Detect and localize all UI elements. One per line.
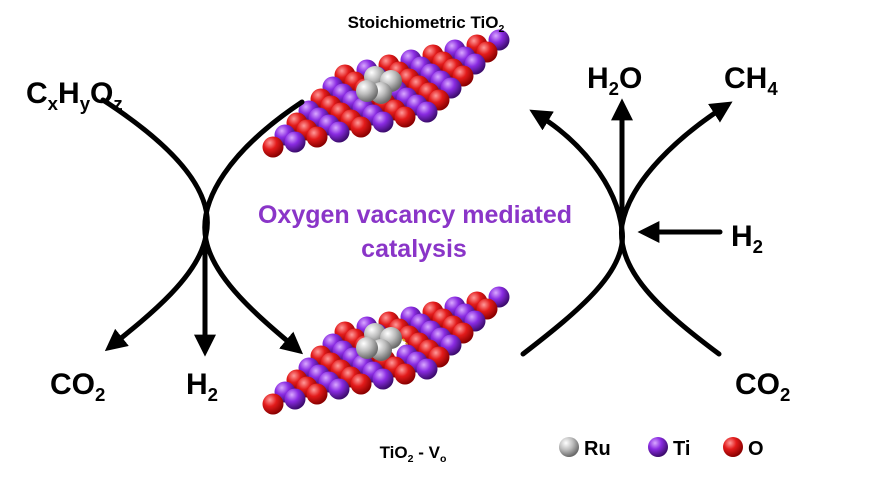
o-atom [394, 363, 416, 385]
ru-atom [356, 337, 378, 359]
product-ch4: CH4 [724, 62, 778, 99]
o-atom [394, 106, 416, 128]
reactant-cxhyoz: CxHyOz [26, 77, 123, 114]
legend-o-label: O [748, 438, 764, 460]
bottom-surface-caption: TiO2 - Vo [380, 443, 447, 465]
o-atom [306, 126, 328, 148]
legend-ru-atom-icon [559, 437, 579, 457]
ti-atom [416, 101, 438, 123]
reactant-h2: H2 [731, 220, 763, 257]
left-arc-surface-to-vacancy [202, 99, 305, 355]
o-atom [350, 373, 372, 395]
left-arc-reactant-to-h2-product [100, 97, 210, 352]
ti-atom [372, 111, 394, 133]
legend-ti-label: Ti [673, 438, 690, 460]
atom-legend: Ru Ti O [559, 437, 764, 460]
o-atom [262, 393, 284, 415]
ti-atom [372, 368, 394, 390]
right-arc-co2-to-ch4 [618, 101, 733, 357]
legend-ru-label: Ru [584, 438, 611, 460]
stoichiometric-tio2-surface [262, 29, 510, 158]
legend-ti-atom-icon [648, 437, 668, 457]
ti-atom [284, 131, 306, 153]
reactant-co2: CO2 [735, 368, 790, 405]
o-atom [350, 116, 372, 138]
product-h2o: H2O [587, 62, 642, 99]
left-cycle-arrows [100, 97, 305, 357]
left-product-co2: CO2 [50, 368, 105, 405]
left-product-h2: H2 [186, 368, 218, 405]
ru-atom [356, 80, 378, 102]
right-arc-vacancy-to-surface [520, 109, 625, 357]
right-cycle-arrows [520, 98, 733, 357]
ti-atom [328, 121, 350, 143]
top-surface-caption: Stoichiometric TiO2 [348, 13, 505, 35]
center-title-line1: Oxygen vacancy mediated [258, 201, 572, 229]
o-atom [262, 136, 284, 158]
legend-o-atom-icon [723, 437, 743, 457]
ti-atom [416, 358, 438, 380]
o-atom [306, 383, 328, 405]
ti-atom [328, 378, 350, 400]
tio2-vo-surface [262, 286, 510, 415]
center-title-line2: catalysis [361, 235, 467, 263]
ti-atom [284, 388, 306, 410]
